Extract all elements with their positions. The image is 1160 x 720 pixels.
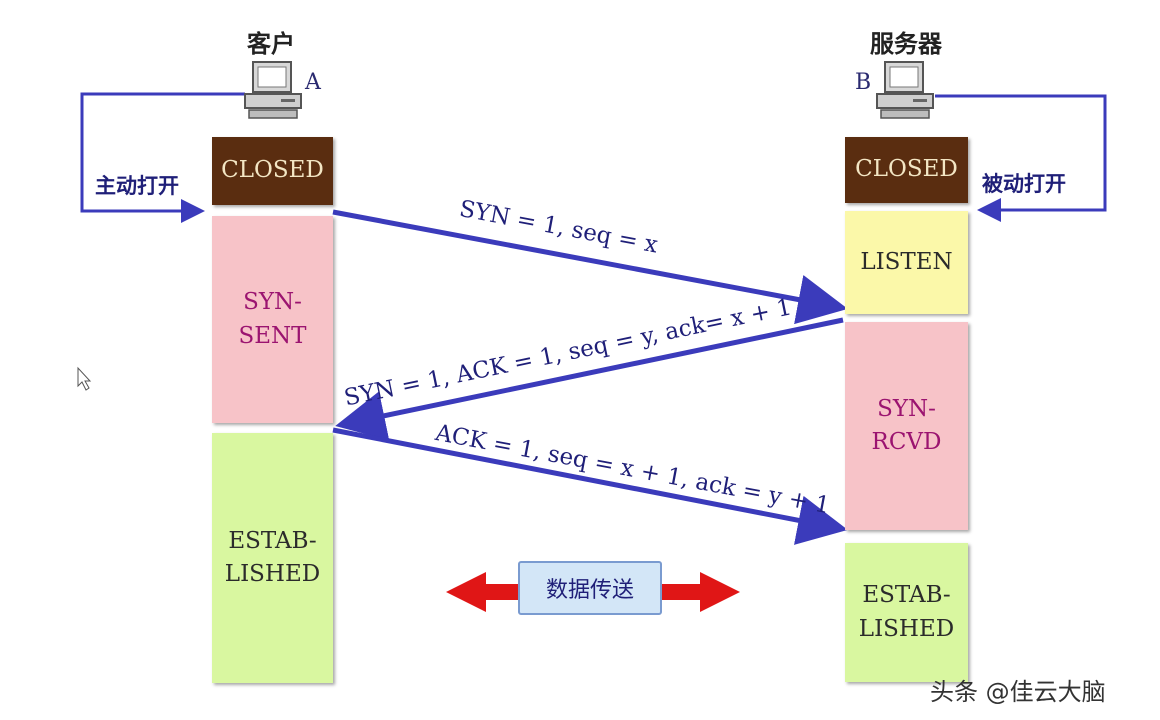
client-state-established: ESTAB- LISHED [212,433,333,683]
client-computer-icon [244,61,302,119]
data-transfer-label: 数据传送 [545,578,634,603]
server-listen-text: LISTEN [860,248,953,275]
data-transfer-box: 数据传送 [518,561,662,615]
client-closed-text: CLOSED [221,157,324,184]
client-established-line2: LISHED [224,561,321,587]
passive-open-label: 被动打开 [982,172,1066,196]
server-state-syn-rcvd: SYN- RCVD [845,322,968,530]
server-syn-rcvd-line2: RCVD [871,429,942,455]
client-state-closed: CLOSED [212,137,333,205]
server-computer-icon [876,61,934,119]
client-state-syn-sent: SYN- SENT [212,216,333,423]
client-syn-sent-line2: SENT [238,322,307,349]
watermark: 头条 @佳云大脑 [930,678,1106,706]
server-state-listen: LISTEN [845,211,968,314]
mouse-cursor-icon [77,366,92,391]
ack-arrow [332,427,848,545]
server-syn-rcvd-line1: SYN- [877,395,936,422]
active-open-label: 主动打开 [95,174,179,198]
server-established-line1: ESTAB- [862,582,951,609]
server-state-established: ESTAB- LISHED [845,543,968,682]
server-title: 服务器 [870,30,942,58]
client-syn-sent-line1: SYN- [243,289,302,316]
data-arrow-left [446,572,520,612]
client-title: 客户 [247,30,295,58]
passive-open-line [935,94,1107,222]
data-arrow-right [662,572,740,612]
client-letter: A [305,70,321,95]
active-open-line [80,92,245,223]
server-state-closed: CLOSED [845,137,968,203]
server-letter: B [855,70,872,95]
syn-arrow [332,209,848,325]
server-established-line2: LISHED [858,615,955,642]
server-closed-text: CLOSED [855,156,958,183]
client-established-line1: ESTAB- [228,527,317,554]
syn-ack-arrow [335,317,844,441]
